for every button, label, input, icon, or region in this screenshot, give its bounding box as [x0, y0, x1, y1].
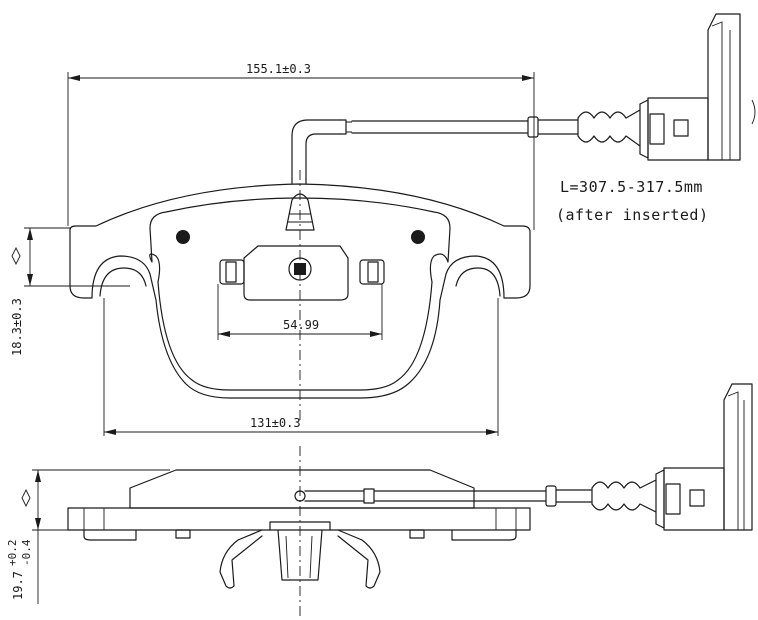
wire-channel	[285, 193, 315, 231]
spring-body-detail	[285, 535, 313, 579]
right-foot	[451, 529, 517, 541]
right-ear-loop	[455, 267, 501, 297]
wire-side-1	[304, 490, 365, 502]
wire-length-label: L=307.5-317.5mm	[560, 178, 703, 196]
right-hole	[411, 230, 425, 244]
spring-clip	[219, 529, 381, 589]
connector-side-clip	[723, 383, 753, 531]
connector-side-neck	[655, 469, 665, 529]
connector-body	[647, 97, 709, 161]
wire-side-cable	[373, 490, 547, 502]
wire-riser-inner	[305, 133, 341, 185]
wire-cable	[351, 120, 529, 134]
right-clip-inner	[367, 261, 379, 283]
wire-side-cable-2	[555, 489, 593, 503]
friction-material-outline	[149, 197, 451, 391]
wire-note-label: (after inserted)	[556, 206, 709, 224]
left-clip	[219, 259, 245, 285]
dim-height-label: 18.3±0.3	[10, 298, 24, 356]
left-foot	[83, 529, 137, 541]
left-ear-loop	[99, 267, 147, 297]
connector-neck	[639, 99, 649, 159]
connector-side-pin	[689, 489, 705, 507]
center-square	[294, 263, 306, 275]
dim-bottom-width	[103, 298, 499, 436]
connector-pin	[673, 119, 689, 137]
connector-clip	[707, 13, 741, 161]
connector-side-body	[663, 467, 725, 531]
connector-side-clip-detail	[727, 391, 745, 530]
dim-top-width	[67, 72, 535, 230]
dim-height	[11, 227, 130, 287]
dim-center-spacing-label: 54.99	[283, 318, 319, 332]
dim-thickness-label: 19.7	[11, 571, 25, 600]
center-boss	[243, 245, 349, 301]
wire-riser	[291, 119, 341, 185]
bellows-top	[577, 109, 641, 147]
connector-side-latch	[665, 483, 681, 515]
wire-ferrule-ticks	[346, 121, 352, 133]
left-boss	[175, 529, 191, 539]
sensor-wire-side	[294, 383, 753, 531]
friction-side	[129, 469, 475, 509]
connector-latch	[649, 113, 665, 145]
sensor-wire-top	[291, 13, 756, 185]
dim-bottom-width-label: 131±0.3	[250, 416, 301, 430]
right-boss	[409, 529, 425, 539]
wire-cable-2	[537, 119, 579, 135]
backing-plate-ribs	[83, 508, 517, 530]
dim-thickness-label-group: 19.7 +0.2 -0.4	[6, 539, 33, 600]
backing-plate-side	[67, 507, 531, 531]
pad-side-view	[67, 469, 531, 589]
wire-sleeve	[527, 116, 539, 138]
wire-ferrule	[339, 119, 347, 135]
bellows-side	[591, 479, 657, 513]
pad-front-view	[69, 183, 531, 399]
wire-side-ferrule	[363, 488, 375, 504]
right-clip	[359, 259, 385, 285]
connector-clip-detail	[711, 21, 731, 160]
dim-thickness-minus: -0.4	[20, 539, 33, 566]
dim-thickness	[21, 469, 170, 604]
left-clip-inner	[225, 261, 237, 283]
wire-side-sleeve	[545, 485, 557, 507]
connector-edge	[751, 99, 756, 125]
left-hole	[176, 230, 190, 244]
dim-thickness-plus: +0.2	[6, 540, 19, 567]
dim-top-width-label: 155.1±0.3	[246, 62, 311, 76]
